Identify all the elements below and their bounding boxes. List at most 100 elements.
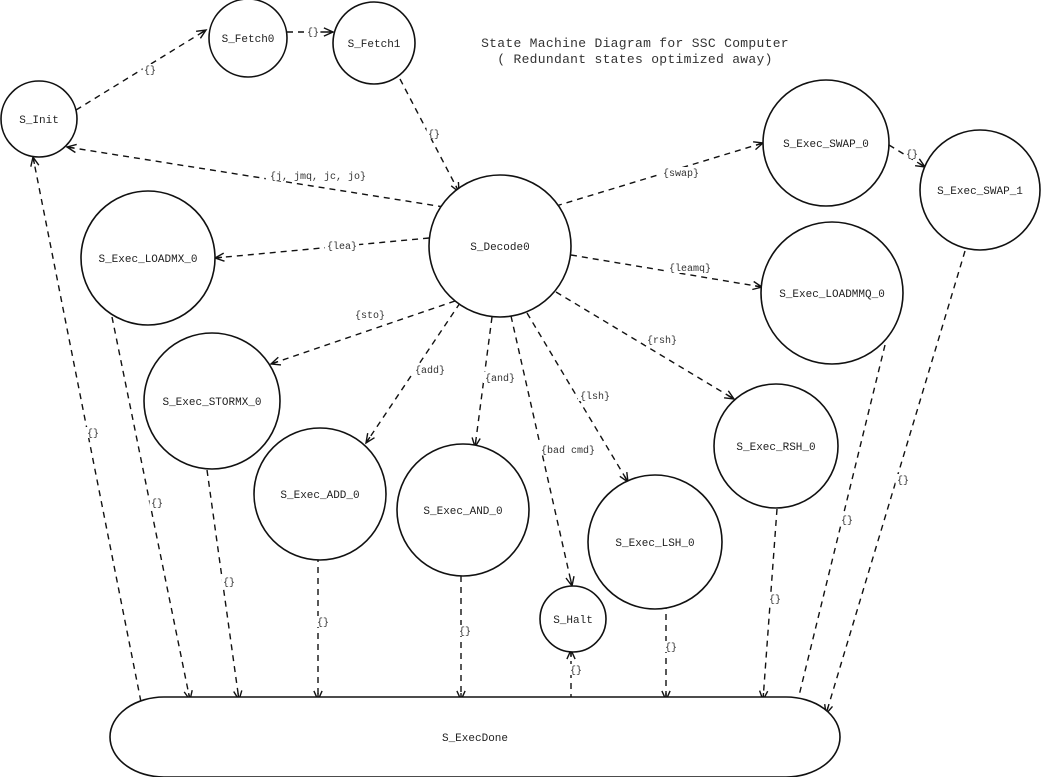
transition-line	[66, 146, 445, 208]
arrowhead-icon	[365, 432, 375, 445]
transition-s-decode0-to-s-exec-swap-0	[555, 141, 765, 207]
state-label: S_Fetch0	[222, 34, 275, 46]
arrowhead-icon	[196, 29, 208, 39]
transition-label-backing	[221, 576, 237, 587]
transition-label: {and}	[485, 373, 515, 385]
transition-labels-layer: {}{}{}{j, jmq, jc, jo}{swap}{}{lea}{leam…	[85, 26, 920, 677]
transition-label-backing	[666, 262, 714, 273]
transition-label: {add}	[415, 365, 445, 377]
state-s-exec-lsh-0: S_Exec_LSH_0	[587, 474, 723, 610]
transition-label: {rsh}	[647, 335, 677, 347]
transition-label-backing	[895, 474, 911, 485]
state-s-decode0: S_Decode0	[428, 174, 572, 318]
state-s-exec-and-0: S_Exec_AND_0	[396, 443, 530, 577]
transition-label: {lea}	[327, 241, 357, 253]
transition-s-exec-and-0-to-s-execdone	[456, 576, 466, 702]
transition-line	[555, 142, 764, 207]
transition-label: {swap}	[663, 168, 699, 180]
transition-label: {}	[151, 498, 163, 510]
state-node-shape	[80, 190, 216, 326]
transition-label: {lsh}	[580, 391, 610, 403]
state-s-fetch1: S_Fetch1	[332, 1, 416, 85]
transition-label-backing	[483, 372, 517, 383]
state-s-execdone: S_ExecDone	[109, 696, 841, 777]
transition-label: {}	[317, 617, 329, 629]
state-node-shape	[396, 443, 530, 577]
transition-label: {}	[223, 577, 235, 589]
state-label: S_Fetch1	[348, 39, 401, 51]
arrowhead-icon	[724, 390, 736, 400]
transition-label: {}	[841, 515, 853, 527]
state-label: S_ExecDone	[442, 733, 508, 745]
transition-label: {sto}	[355, 310, 385, 322]
state-label: S_Exec_LSH_0	[615, 538, 694, 550]
arrowhead-icon	[213, 252, 225, 262]
transition-line	[825, 250, 966, 715]
state-label: S_Halt	[553, 615, 593, 627]
state-node-shape	[762, 79, 890, 207]
state-s-fetch0: S_Fetch0	[208, 0, 288, 78]
transition-line	[762, 508, 778, 701]
state-label: S_Exec_LOADMMQ_0	[779, 289, 885, 301]
transition-label-backing	[660, 167, 702, 178]
state-node-shape	[332, 1, 416, 85]
transition-line	[510, 315, 573, 587]
state-label: S_Exec_LOADMX_0	[98, 254, 197, 266]
state-label: S_Decode0	[470, 242, 529, 254]
state-s-halt: S_Halt	[539, 585, 607, 653]
state-label: S_Exec_ADD_0	[280, 490, 359, 502]
transition-label: {}	[769, 594, 781, 606]
state-node-shape	[539, 585, 607, 653]
transition-label-backing	[904, 148, 920, 159]
transition-label-backing	[413, 364, 447, 375]
transition-label: {}	[906, 149, 918, 161]
transition-s-decode0-to-s-exec-add-0	[365, 302, 461, 445]
diagram-title-line1: State Machine Diagram for SSC Computer	[481, 36, 789, 51]
state-node-shape	[713, 383, 839, 509]
transition-label-backing	[142, 64, 158, 75]
transition-label-backing	[663, 641, 679, 652]
transition-line	[214, 237, 430, 259]
transition-label: {}	[144, 65, 156, 77]
state-node-shape	[428, 174, 572, 318]
state-node-shape	[208, 0, 288, 78]
transition-label: {}	[459, 626, 471, 638]
state-node-shape	[143, 332, 281, 470]
transition-s-init-to-s-fetch0	[75, 29, 208, 111]
diagram-subtitle: ( Redundant states optimized away)	[497, 52, 773, 67]
state-s-exec-stormx-0: S_Exec_STORMX_0	[143, 332, 281, 470]
transition-line	[794, 344, 886, 713]
state-label: S_Exec_SWAP_0	[783, 139, 869, 151]
transition-s-decode0-to-s-init	[65, 143, 445, 208]
transition-label-backing	[149, 497, 165, 508]
state-label: S_Exec_AND_0	[423, 506, 502, 518]
state-s-exec-loadmx-0: S_Exec_LOADMX_0	[80, 190, 216, 326]
transition-label-backing	[568, 664, 584, 675]
transition-line	[206, 469, 240, 701]
transition-label: {}	[665, 642, 677, 654]
arrowhead-icon	[65, 143, 77, 154]
arrowhead-icon	[323, 27, 335, 37]
state-s-exec-rsh-0: S_Exec_RSH_0	[713, 383, 839, 509]
transition-label-backing	[315, 616, 331, 627]
transition-s-decode0-to-s-exec-loadmmq-0	[570, 254, 764, 291]
transition-label-backing	[767, 593, 783, 604]
transition-line	[555, 291, 735, 400]
transition-label-backing	[645, 334, 679, 345]
transition-label-backing	[426, 128, 442, 139]
state-node-shape	[109, 696, 841, 777]
state-label: S_Exec_SWAP_1	[937, 186, 1023, 198]
arrowhead-icon	[30, 155, 40, 167]
diagram-title: State Machine Diagram for SSC Computer (…	[440, 36, 830, 68]
transition-s-decode0-to-s-exec-stormx-0	[269, 300, 456, 366]
transition-label: {bad cmd}	[541, 445, 595, 457]
transition-label-backing	[305, 26, 321, 37]
transition-s-decode0-to-s-exec-loadmx-0	[213, 237, 430, 262]
transition-label-backing	[538, 444, 598, 455]
transition-label: {leamq}	[669, 263, 711, 275]
transition-label: {}	[87, 428, 99, 440]
state-node-shape	[587, 474, 723, 610]
transition-label-backing	[353, 309, 387, 320]
state-s-exec-swap-1: S_Exec_SWAP_1	[919, 129, 1041, 251]
